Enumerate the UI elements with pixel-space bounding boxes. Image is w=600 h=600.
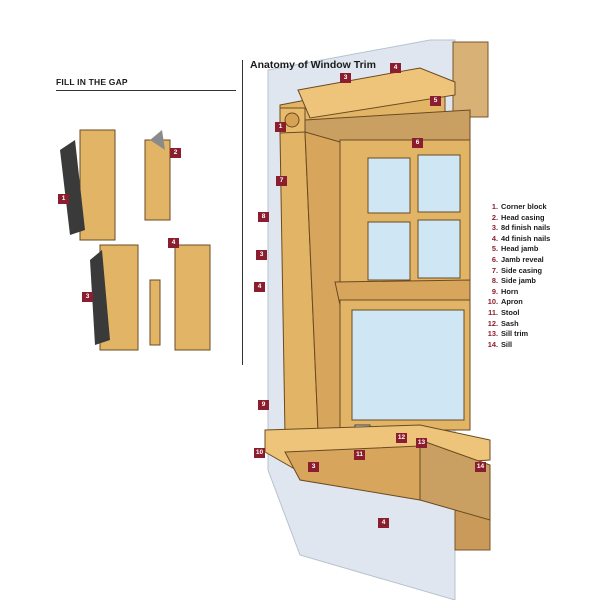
callout-8d-nails-side: 3 [256,250,267,260]
callout-corner-block: 1 [275,122,286,132]
callout-head-jamb: 5 [430,96,441,106]
gap-step-1-badge: 1 [58,194,69,204]
panel-divider [242,60,243,365]
callout-sash: 12 [396,433,407,443]
callout-4d-nails-apron: 4 [378,518,389,528]
callout-side-casing: 7 [276,176,287,186]
upper-pane-3 [367,221,411,281]
legend-item: 3.8d finish nails [491,223,551,233]
legend-item: 11.Stool [488,307,520,317]
callout-4d-nails-top: 4 [390,63,401,73]
legend-item: 8.Side jamb [491,276,536,286]
callout-4d-nails-side: 4 [254,282,265,292]
gap-step-3-sketch [90,244,139,351]
gap-step-3-badge: 3 [82,292,93,302]
lower-pane [351,309,465,421]
upper-pane-2 [417,154,461,213]
legend-item: 2.Head casing [491,212,545,222]
callout-8d-nails-stool: 3 [308,462,319,472]
legend-item: 7.Side casing [491,265,543,275]
callout-stool: 11 [354,450,365,460]
callout-jamb-reveal: 6 [412,138,423,148]
legend-item: 10.Apron [487,297,523,307]
callout-apron: 10 [254,448,265,458]
callout-8d-nails-top: 3 [340,73,351,83]
upper-pane-4 [417,219,461,279]
legend-item: 14.Sill [487,339,513,349]
callout-sill-trim: 13 [416,438,427,448]
legend-item: 5.Head jamb [491,244,539,254]
wall-framing-top [452,41,489,118]
callout-side-jamb: 8 [258,212,269,222]
anatomy-title: Anatomy of Window Trim [250,59,376,71]
legend-item: 9.Horn [491,286,519,296]
gap-step-2-sketch [144,130,171,221]
gap-step-4-badge: 4 [168,238,179,248]
gap-step-4-sketch [149,244,211,351]
sill-shape [419,439,491,521]
gap-step-1-sketch [60,129,116,241]
legend-item: 4.4d finish nails [491,233,551,243]
callout-sill: 14 [475,462,486,472]
legend-item: 1.Corner block [491,202,547,211]
parts-legend: 1.Corner block 2.Head casing 3.8d finish… [486,202,551,350]
legend-item: 13.Sill trim [487,329,529,339]
legend-item: 12.Sash [487,318,519,328]
upper-pane-1 [367,157,411,214]
fill-in-the-gap-title: FILL IN THE GAP [56,77,128,87]
legend-item: 6.Jamb reveal [491,254,544,264]
title-underline [56,90,236,91]
corner-block-rosette [284,112,300,128]
gap-step-2-badge: 2 [170,148,181,158]
callout-horn: 9 [258,400,269,410]
